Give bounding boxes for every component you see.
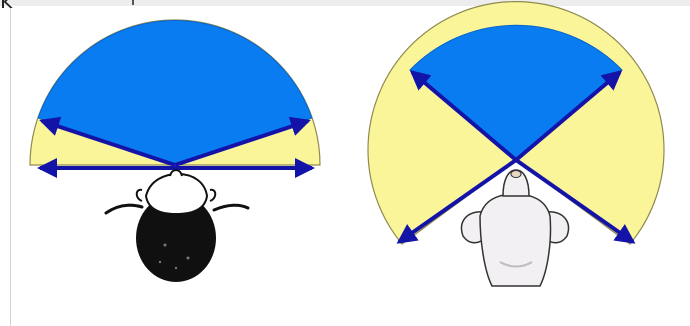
human-vision-panel: [30, 20, 320, 282]
human-head-icon: [106, 170, 248, 282]
dog-vision-panel: [368, 2, 664, 286]
